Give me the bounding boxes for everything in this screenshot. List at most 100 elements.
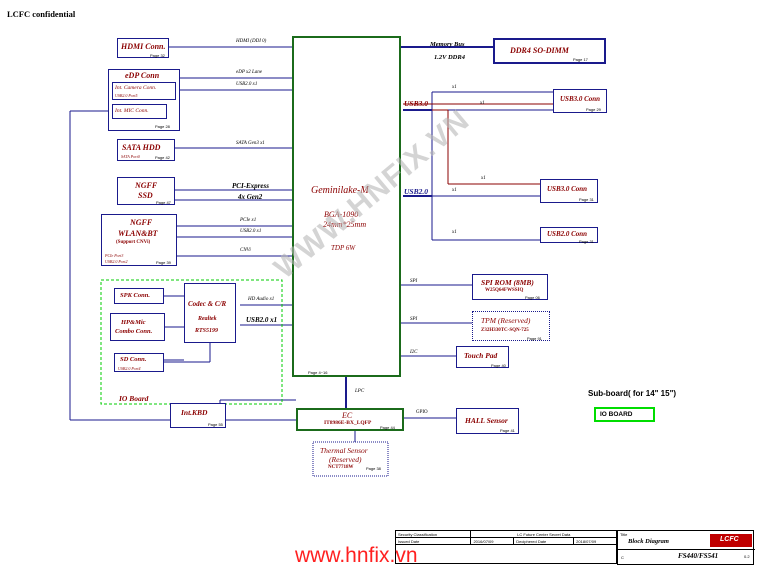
ec-sub: IT8986E-BX_LQFP: [324, 420, 372, 426]
touchpad-page: Page 40: [491, 363, 506, 368]
camera-title: Int. Camera Conn.: [115, 85, 157, 91]
ddr-bus1: Memory Bus: [430, 41, 465, 48]
ssd-bus2: 4x Gen2: [238, 193, 263, 201]
cpu-block: Geminilake-M BGA-1090 24mm*25mm TDP 6W P…: [292, 36, 401, 377]
wlan-bus2: USB2.0 x1: [240, 229, 262, 234]
wlan-bus3: CNVi: [240, 248, 251, 253]
ddr-page: Page 17: [573, 57, 588, 62]
wlan-title2: WLAN&BT: [118, 229, 158, 238]
subboard-io-label: IO BOARD: [600, 411, 633, 418]
usb2-conn: USB2.0 Conn Page 31: [540, 227, 598, 244]
usb3-conn1-page: Page 29: [586, 107, 601, 112]
tb-secret: LC Future Center Secret Data: [470, 530, 617, 538]
int-kbd: Int.KBD Page 55: [170, 403, 226, 428]
wlan-title1: NGFF: [130, 218, 153, 227]
subboard-title: Sub-board( for 14" 15"): [588, 389, 677, 398]
sata-sub: SATA Port0: [121, 154, 140, 159]
tb-model: FS440/FS541: [678, 552, 719, 560]
usb2-bus: USB2.0: [404, 187, 428, 196]
cpu-tdp: TDP 6W: [331, 244, 356, 252]
gpio-bus: GPIO: [416, 410, 428, 415]
edp-conn: eDP Conn Int. Camera Conn. USB2.0 Port5 …: [108, 69, 180, 131]
cpu-package: BGA-1090: [324, 210, 359, 219]
usb3-x1c: x1: [481, 176, 486, 181]
touch-pad: Touch Pad Page 40: [456, 346, 509, 368]
tpm-title: TPM (Reserved): [481, 316, 531, 325]
usb3-conn-2: USB3.0 Conn Page 31: [540, 179, 598, 203]
hdmi-bus: HDMI (DDI 0): [236, 39, 267, 44]
usb3-conn1-title: USB3.0 Conn: [560, 95, 601, 103]
wlan-sub: (Support CNVi): [116, 240, 151, 245]
edp-bus2: USB2.0 x1: [236, 82, 258, 87]
hdmi-title: HDMI Conn.: [121, 42, 166, 51]
cpu-page: Page 4~16: [308, 370, 328, 375]
wlan-port1: PCIe Port3: [105, 253, 124, 258]
hp-title1: HP&Mic: [121, 319, 146, 326]
spi-rom: SPI ROM (8MB) W25Q64FWSSIQ Page 06: [472, 274, 548, 300]
ssd-title2: SSD: [138, 191, 153, 200]
thermal-sub: NCT7718W: [328, 465, 354, 470]
tb-size: C: [621, 555, 624, 560]
ssd-page: Page 47: [156, 200, 171, 205]
usb3-conn2-title: USB3.0 Conn: [547, 185, 588, 193]
thermal-title2: (Reserved): [329, 455, 362, 464]
camera-conn: Int. Camera Conn. USB2.0 Port5: [112, 82, 176, 100]
usb3-x1a: x1: [452, 85, 457, 90]
sd-title: SD Conn.: [120, 356, 147, 363]
ec-block: EC IT8986E-BX_LQFP Page 44: [296, 408, 404, 431]
io-bus1: HD Audio x1: [248, 297, 275, 302]
edp-page: Page 28: [155, 124, 170, 129]
ngff-ssd: NGFF SSD Page 47: [117, 177, 175, 205]
hall-title: HALL Sensor: [465, 416, 508, 425]
sd-sub: USB2.0 Port4: [118, 366, 141, 371]
wlan-page: Page 39: [156, 260, 171, 265]
usb3-bus: USB3.0: [404, 99, 428, 108]
kbd-page: Page 55: [208, 422, 223, 427]
spirom-bus: SPI: [410, 279, 418, 284]
touchpad-bus: I2C: [410, 350, 418, 355]
tpm-block: TPM (Reserved) Z32H330TC-SQN-725 Page 91: [472, 311, 550, 341]
hdmi-conn: HDMI Conn. Page 32: [117, 38, 169, 58]
tpm-bus: SPI: [410, 317, 418, 322]
tb-title-lbl: Title: [620, 532, 628, 537]
sata-bus: SATA Gen3 x1: [236, 141, 265, 146]
codec-block: Codec & C/R Realtek RTS5199: [184, 283, 236, 343]
touchpad-title: Touch Pad: [464, 351, 498, 360]
title-block-left: Security Classification LC Future Center…: [394, 530, 617, 564]
spirom-title: SPI ROM (8MB): [481, 278, 534, 287]
sata-title: SATA HDD: [122, 143, 161, 152]
cpu-name: Geminilake-M: [311, 185, 369, 196]
mic-conn: Int. MIC Conn.: [112, 104, 167, 119]
ssd-title1: NGFF: [135, 181, 158, 190]
tb-logo-text: LCFC: [720, 536, 739, 543]
kbd-title: Int.KBD: [181, 408, 208, 417]
tb-deciphered-val: 2018/07/09: [573, 537, 617, 545]
io-bus2: USB2.0 x1: [246, 316, 278, 324]
confidential-label: LCFC confidential: [7, 9, 76, 19]
ddr4-sodimm: DDR4 SO-DIMM Page 17: [493, 38, 606, 64]
cpu-size: 24mm*25mm: [323, 220, 367, 229]
tb-issued-val: 2016/07/09: [470, 537, 515, 545]
usb3-x1b: x1: [480, 101, 485, 106]
codec-vendor: Realtek: [198, 316, 217, 322]
thermal-title1: Thermal Sensor: [320, 446, 368, 455]
usb2-x1a: x1: [452, 188, 457, 193]
spk-conn: SPK Conn.: [114, 288, 164, 304]
spk-title: SPK Conn.: [120, 292, 150, 299]
sata-hdd: SATA HDD SATA Port0 Page 42: [117, 139, 175, 161]
tpm-sub: Z32H330TC-SQN-725: [481, 328, 529, 333]
hp-title2: Combo Conn.: [115, 328, 153, 335]
camera-sub: USB2.0 Port5: [115, 93, 138, 98]
subboard-io: IO BOARD: [594, 407, 655, 422]
tpm-page: Page 91: [527, 336, 542, 341]
usb2-conn-page: Page 31: [579, 239, 594, 244]
ssd-bus1: PCI-Express: [232, 182, 269, 190]
mic-title: Int. MIC Conn.: [115, 108, 149, 114]
ec-page: Page 44: [380, 425, 395, 430]
ddr-title: DDR4 SO-DIMM: [510, 46, 569, 55]
wlan-bus1: PCIe x1: [240, 218, 257, 223]
codec-title: Codec & C/R: [188, 300, 227, 308]
lpc-bus: LPC: [355, 389, 365, 394]
edp-bus1: eDP x2 Lane: [236, 70, 263, 75]
